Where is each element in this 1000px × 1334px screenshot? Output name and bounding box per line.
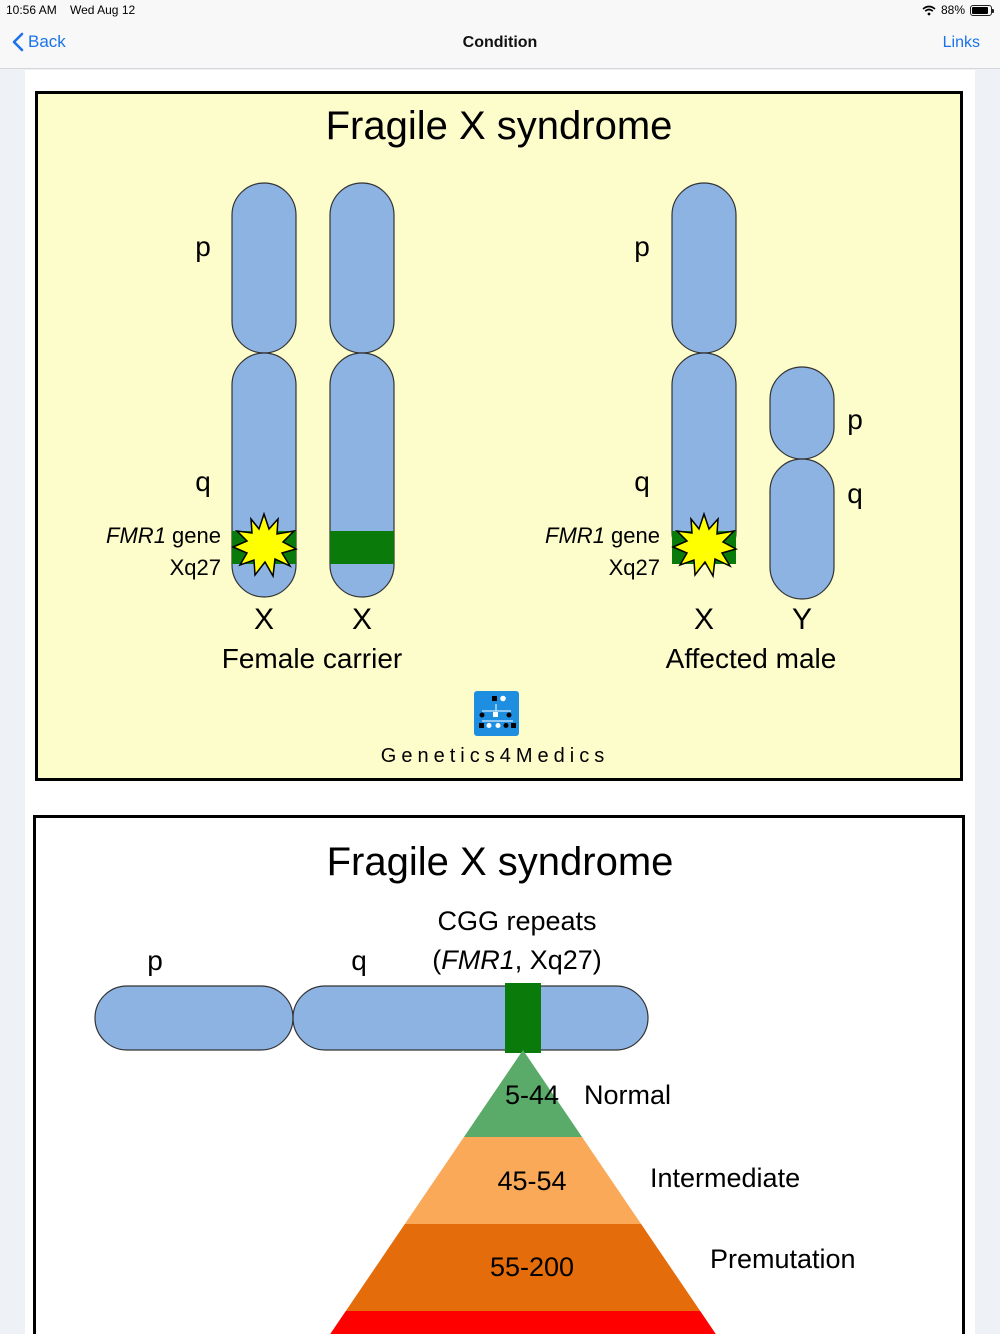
normal-range-label: Normal xyxy=(584,1080,671,1110)
fragile-x-chromosome-figure: Fragile X syndrome p q FMR1 gene Xq27 X … xyxy=(35,91,965,783)
status-bar: 10:56 AM Wed Aug 12 88% xyxy=(0,0,1000,20)
y-p-arm-label: p xyxy=(847,404,863,435)
figure2-title: Fragile X syndrome xyxy=(327,840,674,884)
figure1-title: Fragile X syndrome xyxy=(326,104,673,148)
premutation-range-label: Premutation xyxy=(710,1244,856,1274)
back-button[interactable]: Back xyxy=(12,32,66,52)
mutation-burst-icon xyxy=(671,511,738,579)
status-indicators: 88% xyxy=(922,3,994,17)
female-q-arm-label: q xyxy=(195,466,211,497)
male-y-chromosome xyxy=(769,366,835,600)
navigation-bar: Back Condition Links xyxy=(0,20,1000,69)
mutation-burst-icon xyxy=(231,511,298,579)
male-locus-label: Xq27 xyxy=(609,555,660,580)
battery-percent: 88% xyxy=(940,3,965,17)
cgg-repeat-band xyxy=(505,983,541,1053)
premutation-range-value: 55-200 xyxy=(490,1252,574,1282)
figure2-p-arm-label: p xyxy=(147,945,163,976)
chevron-left-icon xyxy=(12,32,24,52)
female-x-chromosome-affected xyxy=(231,182,298,598)
wifi-icon xyxy=(922,5,936,15)
female-x-chromosome-normal xyxy=(329,182,395,598)
cgg-repeats-figure: Fragile X syndrome p q CGG repeats (FMR1… xyxy=(33,815,969,1334)
female-x-label-1: X xyxy=(254,603,274,636)
page-title: Condition xyxy=(462,34,538,51)
affected-male-caption: Affected male xyxy=(666,643,837,674)
male-q-arm-label: q xyxy=(634,466,650,497)
female-gene-label: FMR1 gene xyxy=(106,523,221,548)
back-label: Back xyxy=(28,32,66,51)
male-x-label: X xyxy=(694,603,714,636)
intermediate-range-label: Intermediate xyxy=(650,1163,800,1193)
status-date: Wed Aug 12 xyxy=(70,3,136,17)
cgg-repeats-label: CGG repeats xyxy=(437,906,596,936)
figure2-q-arm-label: q xyxy=(351,945,367,976)
y-q-arm-label: q xyxy=(847,478,863,509)
genetics4medics-logo-icon xyxy=(474,691,519,736)
male-x-chromosome xyxy=(671,182,738,579)
fmr1-gene-band xyxy=(330,531,394,564)
cgg-locus-label: (FMR1, Xq27) xyxy=(432,945,602,975)
content-scroll-area[interactable]: Fragile X syndrome p q FMR1 gene Xq27 X … xyxy=(25,70,975,1334)
female-p-arm-label: p xyxy=(195,231,211,262)
male-y-label: Y xyxy=(792,603,812,636)
status-time: 10:56 AM xyxy=(6,3,57,17)
female-carrier-caption: Female carrier xyxy=(222,643,402,674)
horizontal-x-chromosome xyxy=(94,983,649,1053)
logo-text: Genetics4Medics xyxy=(381,745,609,767)
links-button[interactable]: Links xyxy=(942,34,980,51)
normal-range-value: 5-44 xyxy=(505,1080,559,1110)
female-x-label-2: X xyxy=(352,603,372,636)
male-gene-label: FMR1 gene xyxy=(545,523,660,548)
female-locus-label: Xq27 xyxy=(170,555,221,580)
intermediate-range-value: 45-54 xyxy=(497,1166,566,1196)
battery-icon xyxy=(970,4,994,16)
male-p-arm-label: p xyxy=(634,231,650,262)
